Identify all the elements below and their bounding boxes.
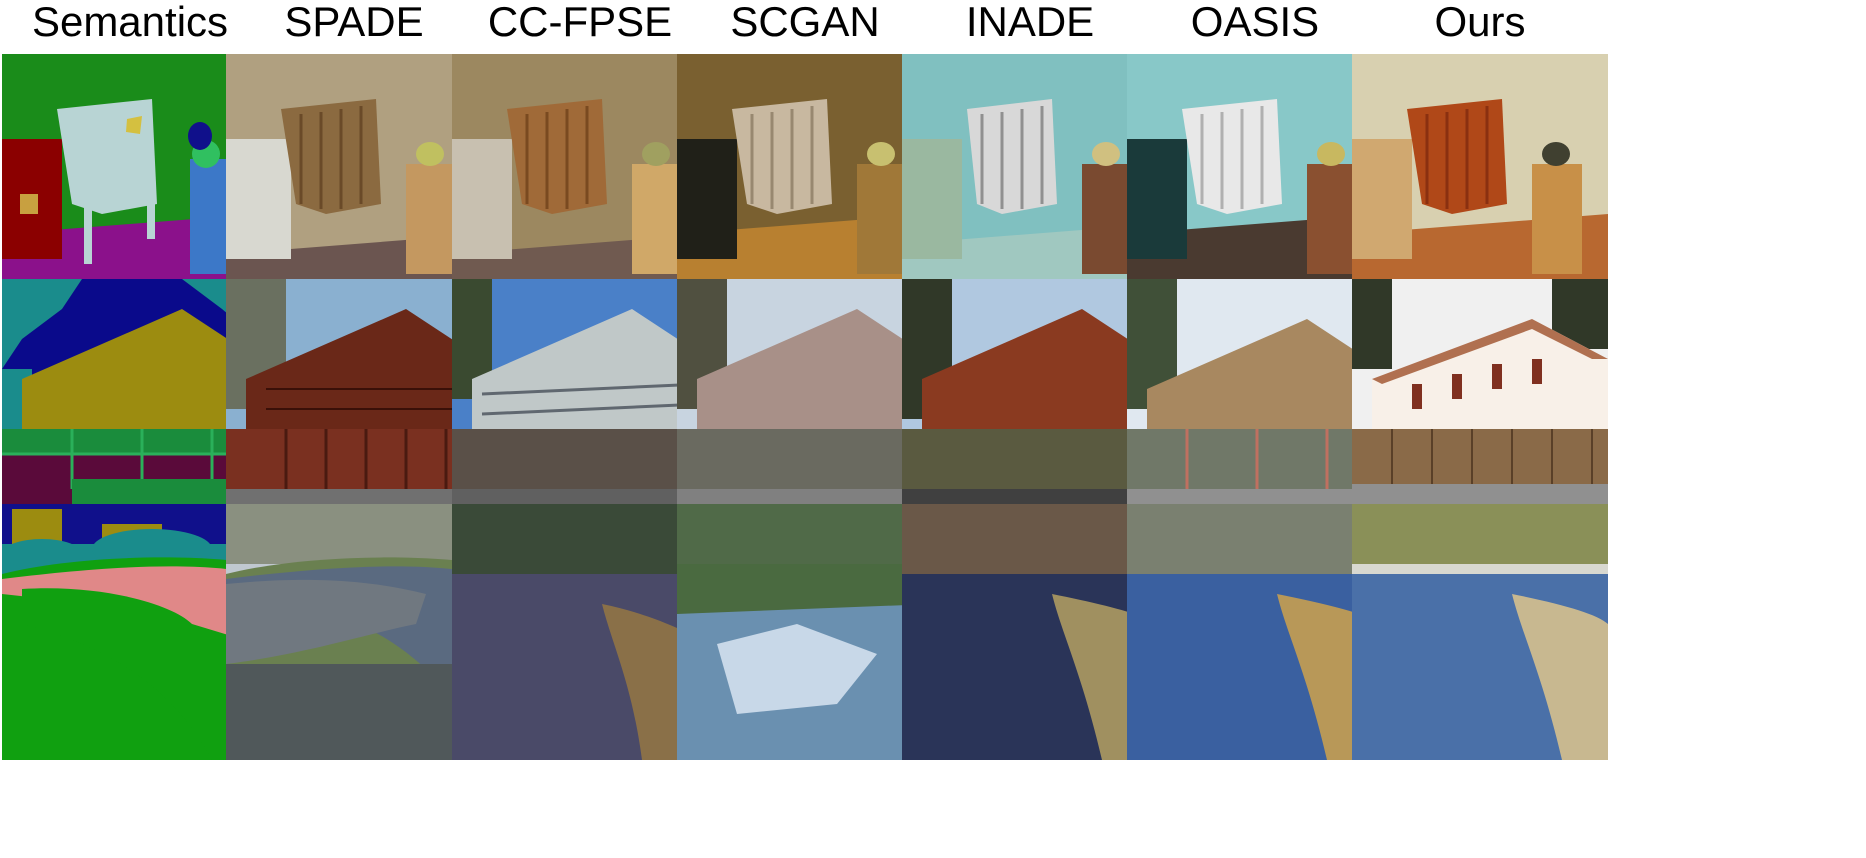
column-header-inade: INADE [965,0,1095,45]
column-header-ours: Ours [1434,0,1526,45]
result-oasis-bedroom [1127,54,1383,310]
result-scgan-building [677,279,933,535]
result-ours-building [1352,279,1608,535]
semantic-map-park [2,504,258,760]
column-header-oasis: OASIS [1190,0,1320,45]
result-cc-fpse-bedroom [452,54,708,310]
result-cc-fpse-park [452,504,708,760]
semantic-map-building [2,279,258,535]
semantic-map-bedroom [2,54,258,310]
column-header-scgan: SCGAN [730,0,880,45]
result-inade-park [902,504,1158,760]
column-header-semantics: Semantics [31,0,229,45]
result-scgan-bedroom [677,54,933,310]
result-scgan-park [677,504,933,760]
result-spade-bedroom [226,54,482,310]
result-inade-building [902,279,1158,535]
result-spade-building [226,279,482,535]
result-ours-park [1352,504,1608,760]
result-spade-park [226,504,482,760]
result-ours-bedroom [1352,54,1608,310]
column-header-cc-fpse: CC-FPSE [487,0,673,45]
result-oasis-building [1127,279,1383,535]
result-cc-fpse-building [452,279,708,535]
result-oasis-park [1127,504,1383,760]
column-header-spade: SPADE [284,0,424,45]
result-inade-bedroom [902,54,1158,310]
